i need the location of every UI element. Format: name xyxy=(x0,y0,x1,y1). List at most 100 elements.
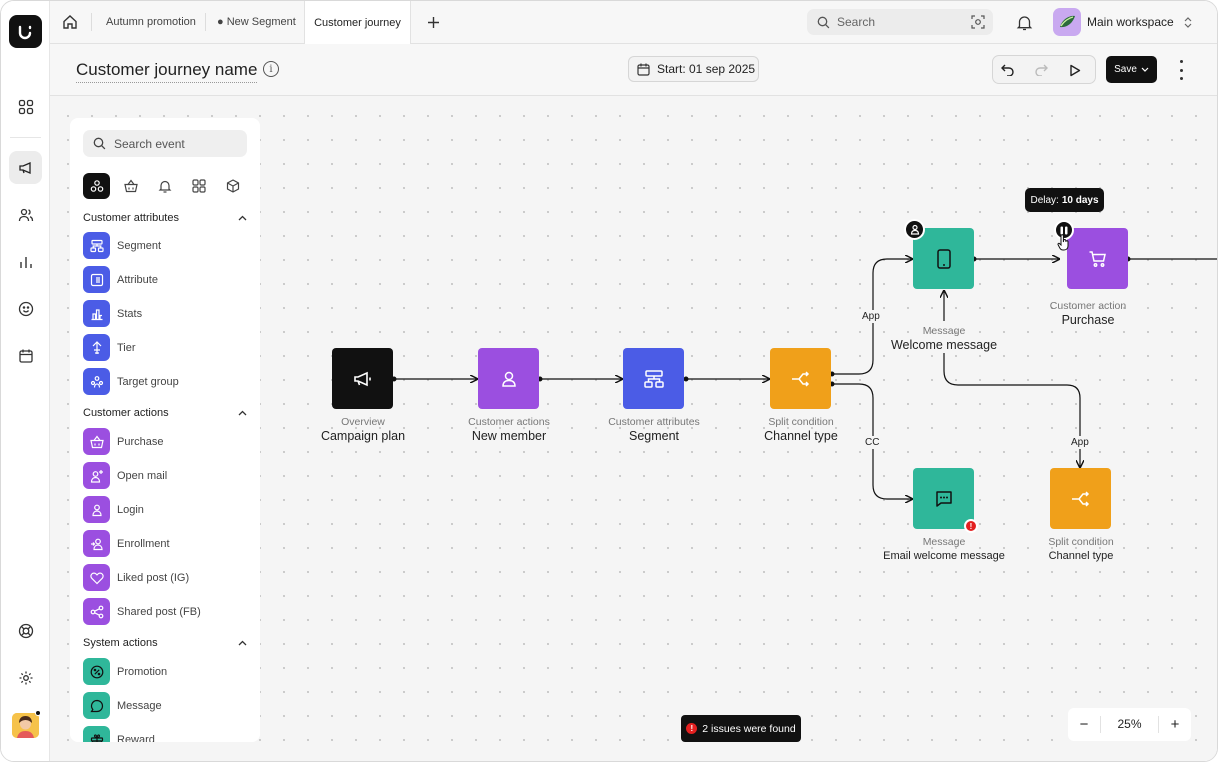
zoom-in-button[interactable]: + xyxy=(1170,716,1180,733)
event-item-target-group[interactable]: Target group xyxy=(83,368,179,395)
tab-autumn-promotion[interactable]: Autumn promotion xyxy=(106,1,196,43)
scan-icon[interactable] xyxy=(971,15,985,29)
user-icon xyxy=(501,371,516,387)
event-item-liked-post[interactable]: Liked post (IG) xyxy=(83,564,189,591)
redo-icon[interactable] xyxy=(1031,60,1051,80)
event-item-reward[interactable]: Reward xyxy=(83,726,155,742)
category-filter xyxy=(83,173,246,199)
item-label: Purchase xyxy=(117,435,164,448)
error-badge[interactable]: ! xyxy=(964,519,978,533)
node-welcome-message[interactable] xyxy=(913,228,974,289)
workspace-switcher[interactable]: Main workspace xyxy=(1053,8,1192,36)
search-input[interactable]: Search xyxy=(807,9,993,35)
item-label: Stats xyxy=(117,307,143,320)
item-label: Attribute xyxy=(117,273,158,286)
section-customer-actions[interactable]: Customer actions xyxy=(83,407,247,419)
node-split-condition-2[interactable] xyxy=(1050,468,1111,529)
basket-icon[interactable] xyxy=(117,173,144,199)
tier-icon xyxy=(83,334,110,361)
heart-icon xyxy=(83,564,110,591)
event-item-tier[interactable]: Tier xyxy=(83,334,136,361)
info-icon[interactable]: i xyxy=(263,61,279,77)
node-campaign-plan[interactable] xyxy=(332,348,393,409)
item-label: Promotion xyxy=(117,665,168,678)
home-icon[interactable] xyxy=(62,1,80,43)
journey-title[interactable]: Customer journey name xyxy=(76,60,258,83)
search-icon xyxy=(817,16,830,28)
event-item-enrollment[interactable]: Enrollment xyxy=(83,530,170,557)
segment-icon xyxy=(643,369,664,388)
event-search-input[interactable]: Search event xyxy=(83,130,247,157)
bell-icon[interactable] xyxy=(151,173,178,199)
undo-icon[interactable] xyxy=(997,60,1017,80)
delay-pause-icon[interactable] xyxy=(1054,220,1074,240)
user-avatar[interactable] xyxy=(12,713,39,738)
section-customer-attributes[interactable]: Customer attributes xyxy=(83,212,247,224)
split-icon xyxy=(791,370,809,387)
item-label: Enrollment xyxy=(117,537,170,550)
delay-tooltip: Delay:10 days xyxy=(1025,188,1104,212)
chevron-updown-icon xyxy=(1184,16,1192,28)
event-item-promotion[interactable]: Promotion xyxy=(83,658,167,685)
node-segment[interactable] xyxy=(623,348,684,409)
settings-icon[interactable] xyxy=(9,661,42,694)
cube-icon[interactable] xyxy=(219,173,246,199)
apps-icon[interactable] xyxy=(185,173,212,199)
users-icon[interactable] xyxy=(9,198,42,231)
megaphone-icon[interactable] xyxy=(9,151,42,184)
chevron-up-icon xyxy=(238,215,247,221)
node-email-welcome-message[interactable] xyxy=(913,468,974,529)
event-item-purchase[interactable]: Purchase xyxy=(83,428,163,455)
analytics-icon[interactable] xyxy=(9,245,42,278)
edge-label-app: App xyxy=(860,310,882,323)
play-icon[interactable] xyxy=(1065,60,1085,80)
event-item-message[interactable]: Message xyxy=(83,692,162,719)
edge-label-app: App xyxy=(1069,436,1091,449)
add-tab-icon[interactable] xyxy=(427,1,441,43)
tab-label: Autumn promotion xyxy=(106,16,196,28)
event-item-stats[interactable]: Stats xyxy=(83,300,142,327)
edge-label-cc: CC xyxy=(863,436,882,449)
calendar-icon[interactable] xyxy=(9,339,42,372)
dashboard-icon[interactable] xyxy=(9,90,42,123)
more-options-icon[interactable] xyxy=(1174,60,1188,80)
item-label: Message xyxy=(117,699,162,712)
issues-label: 2 issues were found xyxy=(702,722,796,735)
online-indicator xyxy=(35,710,41,716)
zoom-out-button[interactable]: − xyxy=(1079,716,1089,733)
section-system-actions[interactable]: System actions xyxy=(83,637,247,649)
event-item-shared-post[interactable]: Shared post (FB) xyxy=(83,598,201,625)
node-purchase[interactable] xyxy=(1067,228,1128,289)
page-header: Customer journey name i Start: 01 sep 20… xyxy=(50,44,1217,96)
start-date-button[interactable]: Start: 01 sep 2025 xyxy=(628,56,759,82)
node-new-member[interactable] xyxy=(478,348,539,409)
item-label: Tier xyxy=(117,341,136,354)
item-label: Target group xyxy=(117,375,179,388)
item-label: Shared post (FB) xyxy=(117,605,201,618)
smiley-icon[interactable] xyxy=(9,292,42,325)
tab-new-segment[interactable]: ● New Segment xyxy=(217,1,296,43)
audience-badge-icon[interactable] xyxy=(904,219,925,240)
notifications-bell-icon[interactable] xyxy=(1016,1,1036,43)
event-item-open-mail[interactable]: Open mail xyxy=(83,462,167,489)
event-item-login[interactable]: Login xyxy=(83,496,144,523)
app-logo[interactable] xyxy=(9,15,42,48)
support-icon[interactable] xyxy=(9,614,42,647)
issues-button[interactable]: ! 2 issues were found xyxy=(681,715,801,742)
tab-divider xyxy=(205,13,206,31)
tab-divider xyxy=(91,13,92,31)
event-item-attribute[interactable]: Attribute xyxy=(83,266,158,293)
search-icon xyxy=(93,137,106,150)
all-events-icon[interactable] xyxy=(83,173,110,199)
user-plus-icon xyxy=(83,462,110,489)
item-label: Login xyxy=(117,503,144,516)
save-button[interactable]: Save xyxy=(1106,56,1157,83)
tab-customer-journey[interactable]: Customer journey xyxy=(304,1,411,44)
event-item-segment[interactable]: Segment xyxy=(83,232,161,259)
item-label: Liked post (IG) xyxy=(117,571,190,584)
node-split-condition[interactable] xyxy=(770,348,831,409)
